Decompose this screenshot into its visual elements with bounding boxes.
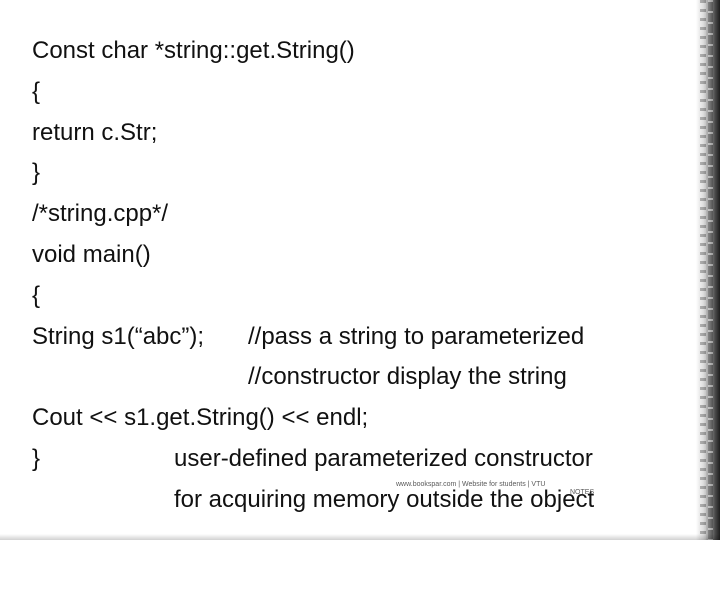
code-text: } xyxy=(32,444,41,472)
annotation-text: for acquiring memory outside the object xyxy=(174,485,595,513)
code-line: Const char *string::get.String() xyxy=(32,31,682,72)
code-line: } user-defined parameterized constructor xyxy=(32,439,682,480)
code-listing: Const char *string::get.String() { retur… xyxy=(32,31,682,521)
code-text: void main() xyxy=(32,240,151,268)
code-comment: //constructor display the string xyxy=(248,363,567,391)
code-line: Cout << s1.get.String() << endl; xyxy=(32,398,682,439)
code-line: { xyxy=(32,72,682,113)
code-line: //constructor display the string xyxy=(32,357,682,398)
code-comment: //pass a string to parameterized xyxy=(248,322,585,350)
code-text: } xyxy=(32,159,41,187)
code-line: for acquiring memory outside the object xyxy=(32,480,682,521)
code-text: return c.Str; xyxy=(32,118,158,146)
slide: Const char *string::get.String() { retur… xyxy=(0,0,720,540)
code-line: } xyxy=(32,153,682,194)
code-text: { xyxy=(32,281,41,309)
code-line: String s1(“abc”); //pass a string to par… xyxy=(32,317,682,358)
code-line: /*string.cpp*/ xyxy=(32,194,682,235)
watermark-line: NOTES xyxy=(570,489,595,496)
code-text: String s1(“abc”); xyxy=(32,322,205,350)
annotation-text: user-defined parameterized constructor xyxy=(174,444,593,472)
code-text: { xyxy=(32,77,41,105)
watermark: www.bookspar.com | Website for students … xyxy=(396,481,594,497)
right-edge-decoration xyxy=(696,0,720,540)
code-text: Cout << s1.get.String() << endl; xyxy=(32,404,369,432)
code-comment: /*string.cpp*/ xyxy=(32,200,169,228)
code-text: Const char *string::get.String() xyxy=(32,37,355,64)
watermark-line: www.bookspar.com | Website for students … xyxy=(396,481,546,488)
bottom-shadow xyxy=(0,534,720,540)
code-line: { xyxy=(32,276,682,317)
code-line: return c.Str; xyxy=(32,113,682,154)
code-line: void main() xyxy=(32,235,682,276)
